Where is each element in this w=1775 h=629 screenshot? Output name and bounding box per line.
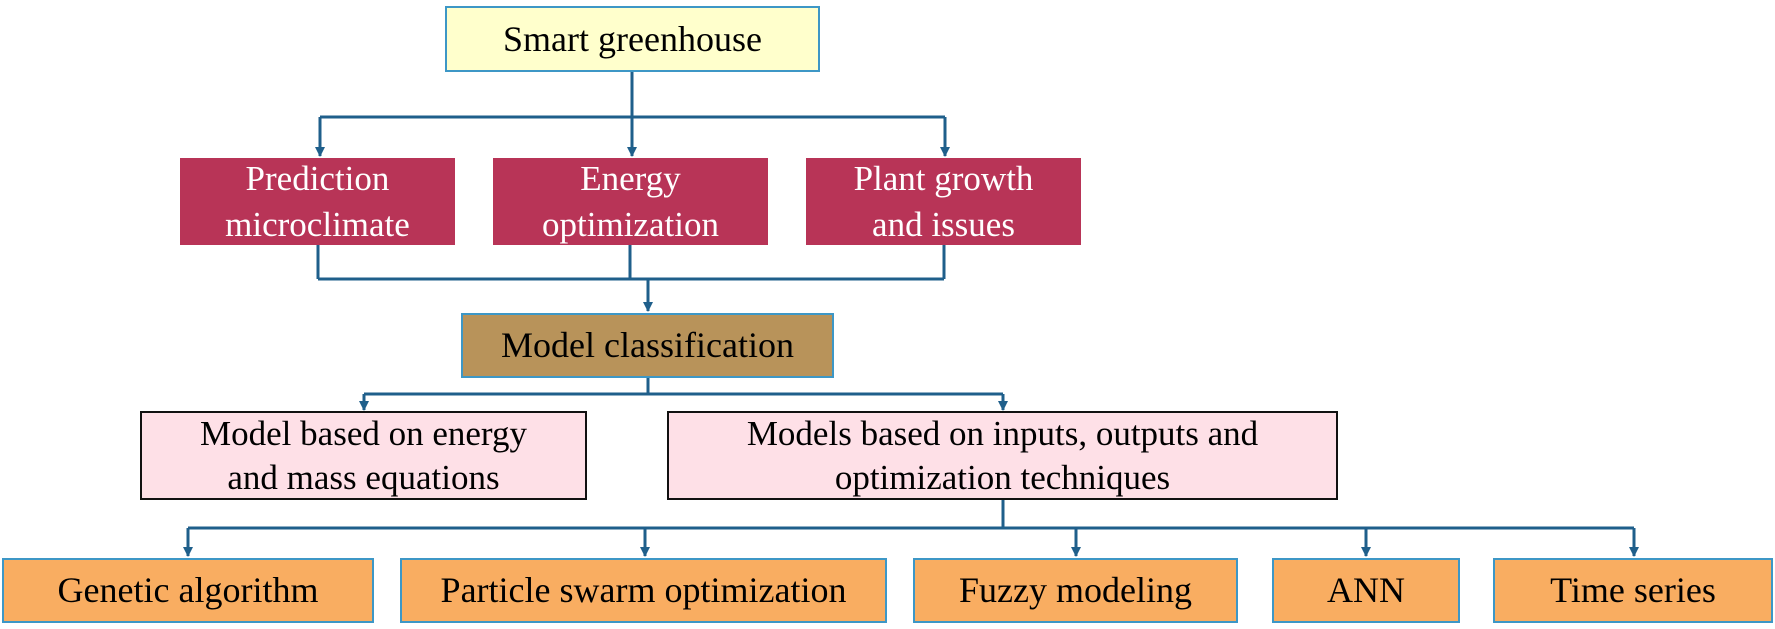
prediction-microclimate-line-2: microclimate (225, 204, 410, 244)
prediction-microclimate-node: Prediction microclimate (180, 158, 455, 245)
ann-node: ANN (1272, 558, 1460, 623)
energy-optimization-node: Energy optimization (493, 158, 768, 245)
time-series-label: Time series (1550, 570, 1716, 611)
io-optimization-model-line-2: optimization techniques (834, 457, 1171, 497)
energy-mass-model-line-1: Model based on energy (200, 413, 527, 453)
energy-optimization-line-1: Energy (580, 159, 681, 198)
smart-greenhouse-node: Smart greenhouse (445, 6, 820, 72)
particle-swarm-optimization-node: Particle swarm optimization (400, 558, 887, 623)
model-classification-node: Model classification (461, 313, 834, 378)
energy-mass-model-node: Model based on energy and mass equations (140, 411, 587, 500)
genetic-algorithm-node: Genetic algorithm (2, 558, 374, 623)
plant-growth-node: Plant growth and issues (806, 158, 1081, 245)
plant-growth-line-2: and issues (872, 204, 1015, 244)
genetic-algorithm-label: Genetic algorithm (57, 570, 319, 611)
ann-label: ANN (1327, 570, 1405, 611)
particle-swarm-optimization-label: Particle swarm optimization (440, 570, 847, 611)
plant-growth-line-1: Plant growth (853, 159, 1034, 198)
fuzzy-modeling-node: Fuzzy modeling (913, 558, 1238, 623)
model-classification-label: Model classification (501, 325, 794, 366)
time-series-node: Time series (1493, 558, 1773, 623)
io-optimization-model-line-1: Models based on inputs, outputs and (746, 413, 1259, 453)
smart-greenhouse-label: Smart greenhouse (503, 18, 762, 59)
io-optimization-model-node: Models based on inputs, outputs and opti… (667, 411, 1338, 500)
prediction-microclimate-line-1: Prediction (245, 159, 390, 198)
energy-mass-model-line-2: and mass equations (227, 457, 500, 497)
fuzzy-modeling-label: Fuzzy modeling (959, 570, 1192, 611)
energy-optimization-line-2: optimization (542, 204, 719, 244)
